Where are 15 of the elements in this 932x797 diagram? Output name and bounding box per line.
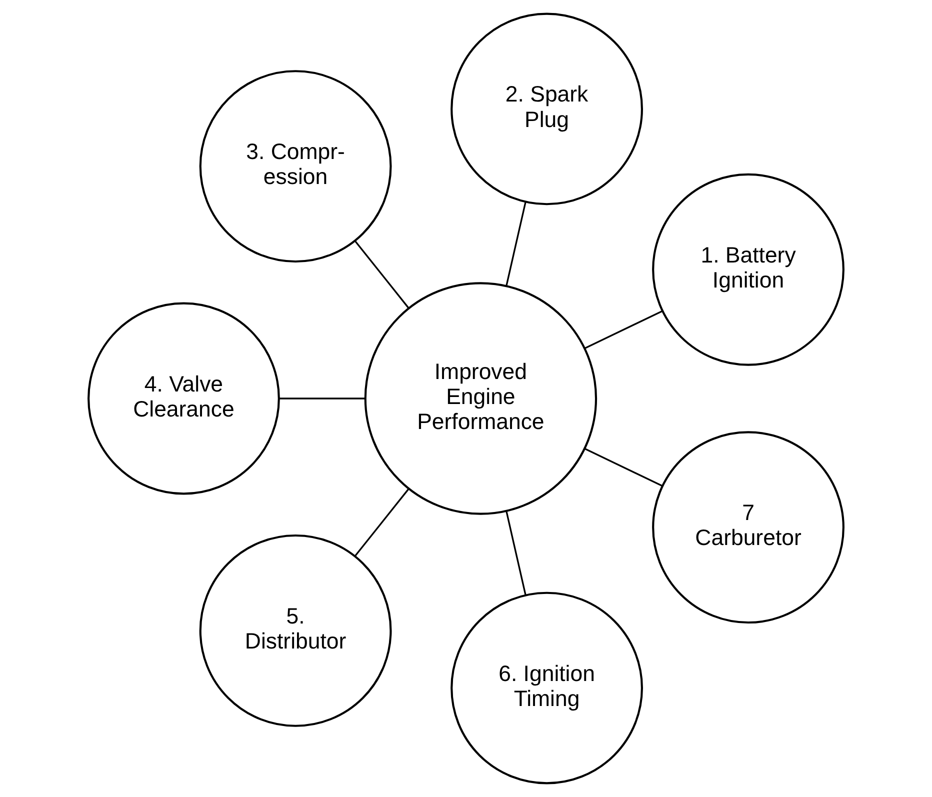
connector <box>354 488 410 557</box>
connector <box>584 448 663 487</box>
connector <box>354 240 410 309</box>
connector <box>278 398 366 400</box>
node-circle: 5. Distributor <box>199 534 392 727</box>
node-circle: 3. Compr- ession <box>199 70 392 263</box>
connector <box>584 310 663 350</box>
connector <box>506 202 526 286</box>
node-circle: 1. Battery Ignition <box>652 173 844 366</box>
node-circle: Improved Engine Performance <box>364 282 598 515</box>
node-circle: 7 Carburetor <box>652 431 844 624</box>
node-circle: 4. Valve Clearance <box>88 302 280 495</box>
connector <box>506 511 526 596</box>
node-circle: 6. Ignition Timing <box>450 592 643 784</box>
node-circle: 2. Spark Plug <box>450 12 643 206</box>
